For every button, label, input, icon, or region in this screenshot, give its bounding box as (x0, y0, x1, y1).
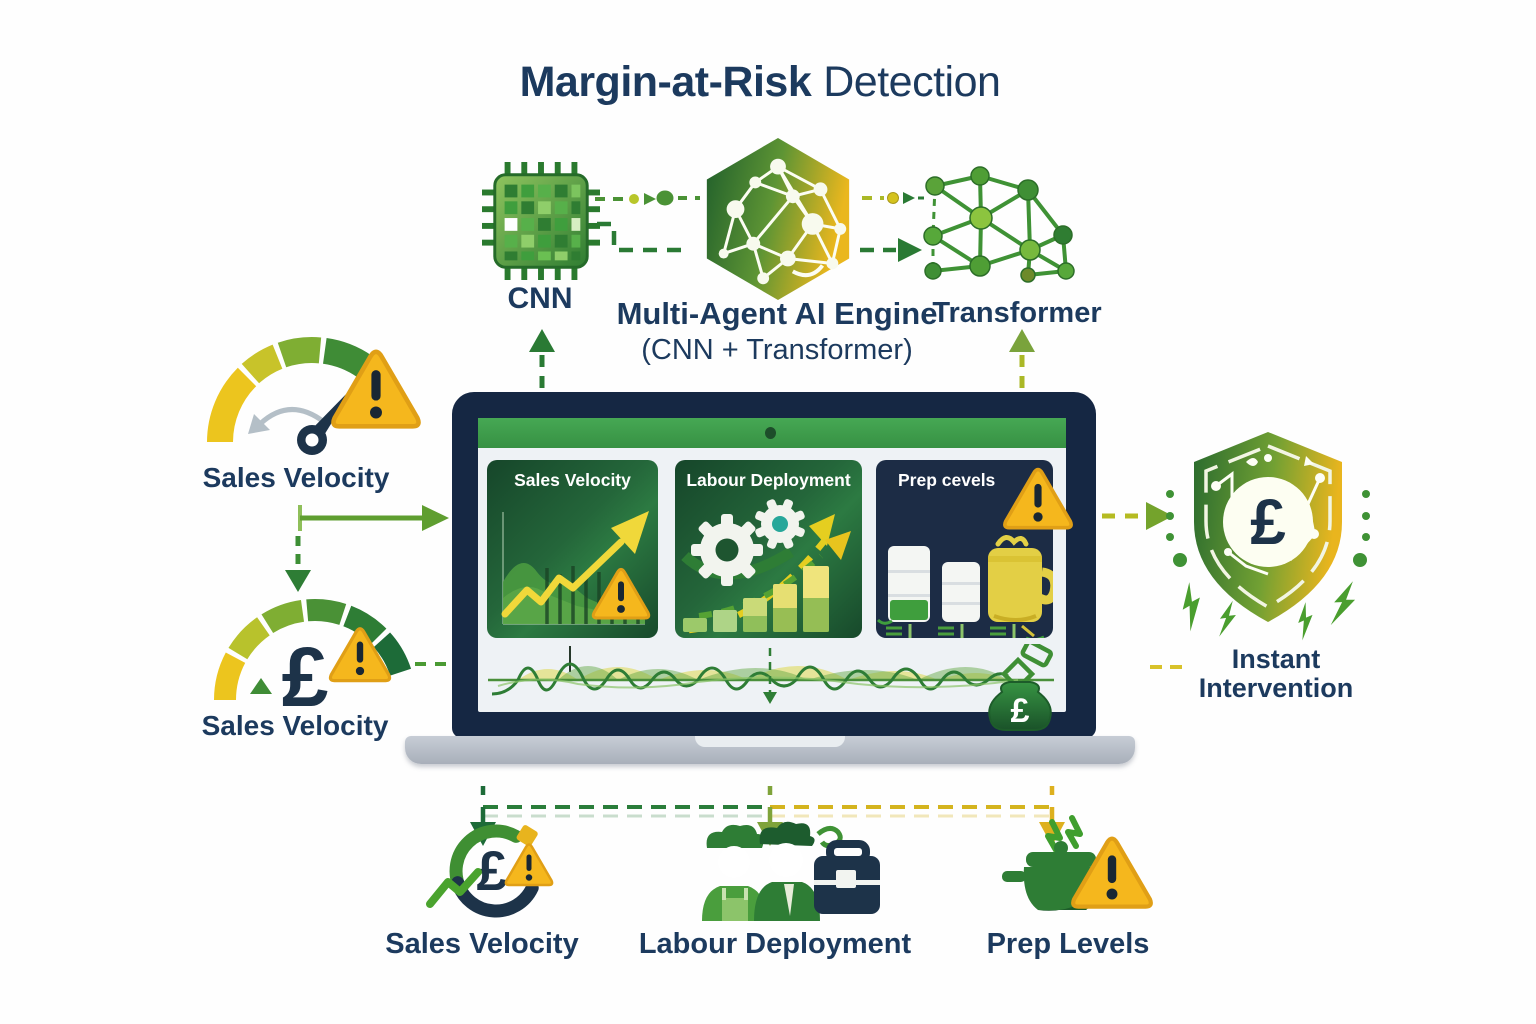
money-bag-pound-symbol: £ (1011, 692, 1030, 730)
warning-triangle-icon (504, 843, 554, 887)
panel-labour-deployment-label: Labour Deployment (686, 470, 851, 490)
instant-intervention-label-line1: Instant (1231, 644, 1321, 674)
laptop-base-notch (695, 736, 845, 747)
engine-to-transformer-connector (860, 192, 927, 262)
instant-intervention-label-line2: Intervention (1198, 673, 1354, 703)
money-bag-icon: £ (988, 644, 1053, 731)
panel-sales-velocity-label: Sales Velocity (514, 470, 631, 490)
labour-deployment-staff-icon (702, 821, 880, 921)
engine-sublabel: (CNN + Transformer) (641, 334, 913, 366)
dashboard-panel-labour-deployment: Labour Deployment (675, 460, 862, 638)
laptop-screen: Sales Velocity (478, 418, 1073, 731)
warning-triangle-icon (330, 347, 422, 432)
labour-deployment-chart-icon (681, 499, 851, 634)
multi-agent-engine-icon (706, 137, 850, 301)
laptop-to-shield-arrow (1102, 502, 1173, 530)
panel-prep-levels-label: Prep cevels (898, 470, 996, 490)
dashboard-panel-sales-velocity: Sales Velocity (487, 460, 658, 638)
sales-velocity-pound-gauge-label: Sales Velocity (201, 710, 389, 741)
laptop: Sales Velocity (452, 392, 1096, 738)
screen-top-bar (478, 418, 1066, 448)
margin-waveform-icon (488, 646, 1054, 704)
bottom-labour-deployment-label: Labour Deployment (638, 928, 912, 960)
sales-velocity-gauge-label: Sales Velocity (202, 462, 390, 493)
page-title-bold: Margin-at-Risk (519, 58, 812, 106)
warning-triangle-icon (591, 567, 651, 620)
laptop-base (405, 736, 1135, 764)
sales-velocity-pound-gauge-icon: £ (213, 598, 412, 714)
briefcase-icon (814, 840, 880, 914)
gauge-to-gauge-arrow (285, 536, 311, 592)
cnn-to-engine-connector (595, 190, 700, 253)
sales-velocity-cycle-icon: £ (426, 824, 554, 918)
gauge-to-laptop-arrow (298, 505, 449, 531)
bottom-sales-velocity-label: Sales Velocity (385, 928, 579, 960)
warning-triangle-icon (328, 627, 392, 683)
prep-levels-icon (876, 535, 1053, 638)
cnn-chip-icon (482, 162, 600, 280)
pot-icon (988, 535, 1053, 622)
camera-dot-icon (765, 427, 776, 439)
cnn-label: CNN (507, 282, 573, 315)
transformer-label: Transformer (932, 297, 1102, 329)
sales-velocity-chart-icon (501, 511, 651, 625)
dashboard-panel-prep-levels: Prep cevels (876, 460, 1073, 638)
engine-label: Multi-Agent AI Engine (616, 296, 938, 331)
transformer-icon (923, 166, 1075, 283)
laptop-to-transformer-arrow (1009, 329, 1035, 388)
prep-levels-pot-icon (1002, 815, 1158, 911)
bottom-prep-levels-label: Prep Levels (986, 928, 1150, 960)
laptop-to-cnn-arrow (529, 329, 555, 388)
page-title-regular: Detection (823, 58, 1001, 106)
shield-pound-symbol: £ (1250, 486, 1286, 558)
gauge-pound-symbol: £ (282, 630, 329, 714)
instant-intervention-shield-icon: £ (1166, 432, 1370, 641)
